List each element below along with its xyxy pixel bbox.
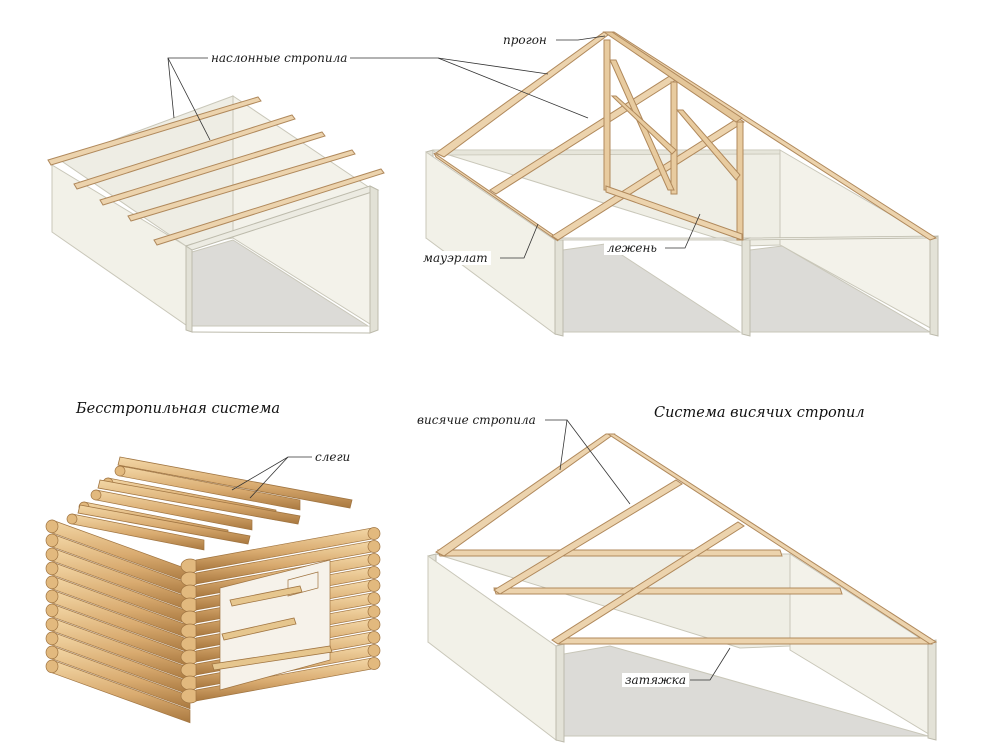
log-end [45, 561, 59, 576]
log-gable [66, 465, 301, 551]
figure-purlin-system [360, 31, 939, 337]
log-end [367, 553, 381, 566]
log-end [367, 618, 381, 631]
label-mauerlat: мауэрлат [420, 251, 491, 265]
log-floor-beams [211, 585, 333, 671]
log-end [45, 575, 59, 590]
log-end [45, 519, 59, 534]
label-lezhen: лежень [604, 241, 660, 255]
hanging-rafters [435, 433, 938, 645]
figure-hanging-rafters [427, 419, 938, 743]
log-end [367, 566, 381, 579]
leader-slegi [231, 456, 312, 499]
leader-mauerlat [500, 223, 539, 259]
log-end [367, 657, 381, 670]
log-end [45, 617, 59, 632]
title-sistema-visyachih: Система висячих стропил [654, 405, 865, 421]
log-end [45, 659, 59, 674]
log-end [367, 527, 381, 540]
purlin-posts [603, 39, 744, 241]
log-end [367, 579, 381, 592]
log-end [45, 533, 59, 548]
leader-zatyazhka [690, 647, 731, 681]
leader-visyachie [545, 419, 631, 505]
log-end [45, 645, 59, 660]
log-wall-front [45, 519, 200, 724]
log-end [367, 605, 381, 618]
label-zatyazhka: затяжка [622, 673, 689, 687]
log-end [45, 631, 59, 646]
figure-lean-to-rafters [47, 57, 385, 334]
log-end [45, 547, 59, 562]
label-progon: прогон [500, 33, 550, 47]
log-wall-side [195, 527, 381, 702]
log-end [114, 465, 126, 477]
leader-lezhen [665, 213, 701, 249]
label-naslonnye-stropila: наслонные стропила [208, 51, 351, 65]
label-visyachie-stropila: висячие стропила [414, 413, 539, 427]
figure-log-house [45, 456, 381, 724]
log-end [66, 513, 78, 525]
title-besstropilnaya: Бесстропильная система [76, 401, 281, 417]
lean-to-rafter-poles [47, 96, 385, 246]
leader-progon [360, 35, 606, 119]
log-end [367, 540, 381, 553]
log-end [90, 489, 102, 501]
log-end [45, 589, 59, 604]
label-slegi: слеги [312, 450, 354, 464]
log-end [367, 631, 381, 644]
log-end [45, 603, 59, 618]
log-purlins [77, 456, 353, 545]
log-end [367, 644, 381, 657]
log-end [367, 592, 381, 605]
